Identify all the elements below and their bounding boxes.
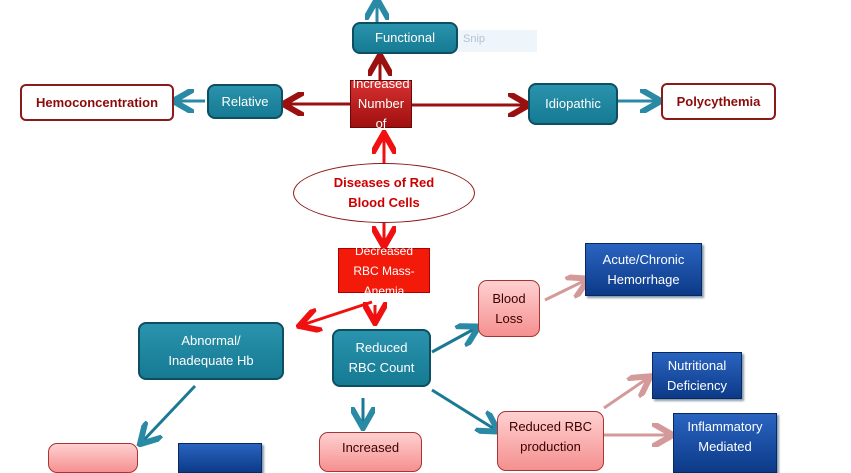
connector-arrows [0, 0, 851, 447]
node-bottom-left-pink [48, 443, 138, 473]
node-inflammatory: Inflammatory Mediated [673, 413, 777, 473]
arrow-to-reduced-production [431, 388, 496, 430]
node-polycythemia: Polycythemia [661, 83, 776, 120]
arrow-to-blood-loss [431, 328, 476, 354]
node-relative: Relative [207, 84, 283, 119]
arrow-to-nutritional [603, 378, 648, 410]
node-idiopathic: Idiopathic [528, 83, 618, 125]
arrow-abnormal-down [142, 384, 197, 442]
node-decreased-rbc: Decreased RBC Mass- Anemia [338, 244, 430, 298]
node-blood-loss: Blood Loss [478, 280, 540, 337]
arrow-to-abnormal [302, 300, 373, 325]
node-abnormal-hb: Abnormal/ Inadequate Hb [138, 322, 284, 380]
node-increased-destruction: Increased [319, 432, 422, 472]
node-nutritional: Nutritional Deficiency [652, 352, 742, 399]
node-hemorrhage: Acute/Chronic Hemorrhage [585, 243, 702, 296]
node-reduced-production: Reduced RBC production [497, 411, 604, 471]
node-increased-number: Increased Number of [350, 76, 412, 131]
arrow-to-hemorrhage [544, 280, 586, 302]
node-reduced-count: Reduced RBC Count [332, 329, 431, 387]
node-diseases-rbc: Diseases of Red Blood Cells [293, 163, 475, 223]
node-hemoconcentration: Hemoconcentration [20, 84, 174, 121]
node-bottom-left-blue [178, 443, 262, 473]
node-functional: Functional [352, 22, 458, 54]
